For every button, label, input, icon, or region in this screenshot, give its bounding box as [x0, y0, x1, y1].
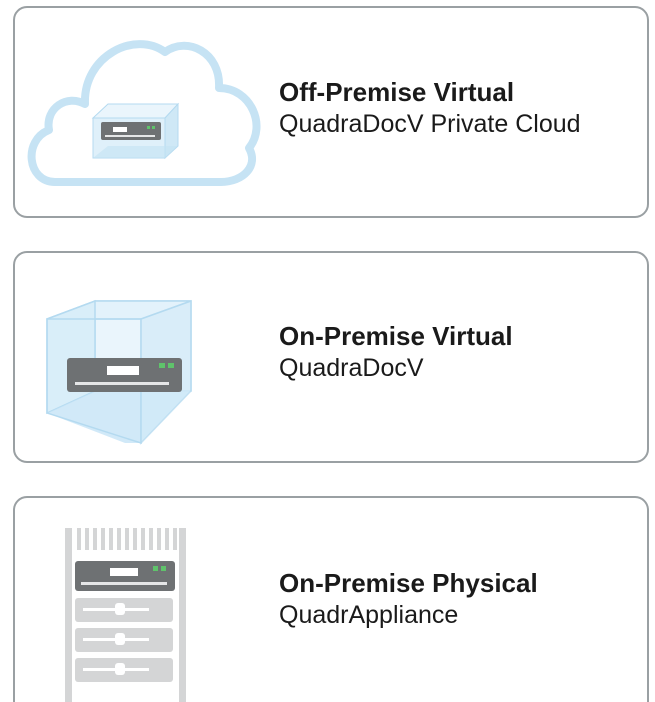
option-subtitle: QuadraDocV Private Cloud [279, 110, 581, 138]
option-text: On-Premise Physical QuadrAppliance [279, 567, 538, 631]
cloud-server-icon [27, 40, 261, 186]
option-card-off-premise-virtual[interactable]: Off-Premise Virtual QuadraDocV Private C… [13, 6, 649, 218]
option-text: On-Premise Virtual QuadraDocV [279, 320, 513, 384]
option-card-on-premise-virtual[interactable]: On-Premise Virtual QuadraDocV [13, 251, 649, 463]
option-card-on-premise-physical[interactable]: On-Premise Physical QuadrAppliance [13, 496, 649, 702]
virtual-box-server-icon [46, 299, 192, 445]
option-title: On-Premise Physical [279, 568, 538, 598]
option-subtitle: QuadraDocV [279, 354, 424, 382]
option-title: On-Premise Virtual [279, 321, 513, 351]
option-title: Off-Premise Virtual [279, 77, 515, 107]
option-text: Off-Premise Virtual QuadraDocV Private C… [279, 76, 581, 140]
option-subtitle: QuadrAppliance [279, 601, 459, 629]
server-rack-icon [65, 528, 186, 702]
